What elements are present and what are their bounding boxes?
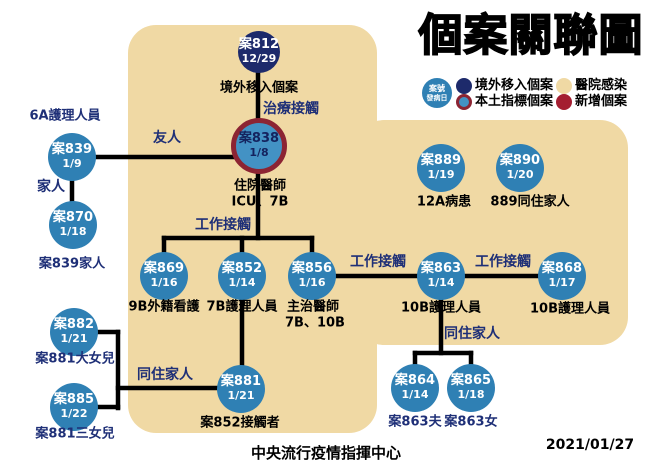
- case-date: 1/18: [59, 225, 87, 239]
- legend-index-case-dot-icon: [456, 94, 472, 110]
- case-node-885: 案885 1/22: [50, 383, 98, 431]
- caption-imported-case: 境外移入個案: [219, 80, 299, 96]
- legend-badge-onset-date: 發病日: [426, 93, 448, 102]
- case-date: 1/17: [548, 276, 576, 290]
- caption-7b-10b: 7B、10B: [285, 315, 345, 331]
- case-node-863: 案863 1/14: [417, 252, 465, 300]
- caption-10b-nurse-868: 10B護理人員: [530, 301, 610, 317]
- legend-new-case-label: 新增個案: [575, 94, 628, 109]
- edge-label-work-contact-1: 工作接觸: [195, 217, 251, 233]
- edge-label-cohabit-family-right: 同住家人: [444, 326, 500, 342]
- case-id: 案881: [220, 374, 262, 390]
- case-id: 案882: [53, 317, 95, 333]
- case-id: 案889: [420, 153, 462, 169]
- case-node-839: 案839 1/9: [48, 133, 96, 181]
- legend-imported-label: 境外移入個案: [475, 78, 554, 93]
- edge-label-work-contact-3: 工作接觸: [475, 254, 531, 270]
- caption-9b-caregiver: 9B外籍看護: [128, 299, 200, 315]
- caption-12a-patient: 12A病患: [416, 194, 472, 210]
- case-id: 案863: [420, 261, 462, 277]
- case-date: 1/19: [427, 168, 455, 182]
- label-881-eldest-daughter: 案881大女兒: [35, 351, 115, 367]
- legend-hospital-infection-label: 醫院感染: [575, 78, 628, 93]
- legend-hospital-infection-dot-icon: [556, 78, 572, 94]
- case-date: 1/16: [150, 276, 178, 290]
- case-node-838-index: 案838 1/8: [231, 118, 287, 174]
- hospital-infection-zone-main: [128, 25, 377, 433]
- case-id: 案885: [53, 392, 95, 408]
- caption-resident-doctor: 住院醫師: [233, 178, 287, 194]
- page-title: 個案關聯圖: [418, 10, 644, 61]
- legend-badge-case-number: 案號: [429, 84, 445, 93]
- case-id: 案868: [541, 261, 583, 277]
- legend-case-number-badge: 案號 發病日: [422, 78, 452, 108]
- edge-label-treatment-contact: 治療接觸: [263, 101, 319, 117]
- case-id: 案838: [238, 131, 280, 147]
- edge-label-friend: 友人: [153, 130, 181, 146]
- case-date: 1/22: [60, 407, 88, 421]
- case-node-870: 案870 1/18: [49, 201, 97, 249]
- label-863-daughter: 案863女: [444, 414, 498, 430]
- case-id: 案869: [143, 261, 185, 277]
- label-6a-nurse: 6A護理人員: [29, 108, 101, 124]
- case-date: 12/29: [241, 52, 277, 66]
- case-node-864: 案864 1/14: [391, 364, 439, 412]
- case-id: 案864: [394, 373, 436, 389]
- caption-7b-nurse: 7B護理人員: [206, 299, 278, 315]
- case-date: 1/8: [249, 146, 269, 160]
- edge-label-work-contact-2: 工作接觸: [350, 254, 406, 270]
- case-date: 1/14: [401, 388, 429, 402]
- case-id: 案839: [51, 142, 93, 158]
- case-date: 1/21: [227, 389, 255, 403]
- case-node-856: 案856 1/16: [288, 252, 336, 300]
- case-node-881: 案881 1/21: [217, 365, 265, 413]
- case-date: 1/14: [228, 276, 256, 290]
- case-date: 1/21: [60, 332, 88, 346]
- case-node-882: 案882 1/21: [50, 308, 98, 356]
- case-id: 案812: [238, 37, 280, 53]
- case-id: 案852: [221, 261, 263, 277]
- caption-icu-7b: ICU、7B: [231, 194, 289, 210]
- case-node-869: 案869 1/16: [140, 252, 188, 300]
- label-881-third-daughter: 案881三女兒: [35, 426, 115, 442]
- case-id: 案865: [450, 373, 492, 389]
- case-node-889: 案889 1/19: [417, 144, 465, 192]
- case-id: 案856: [291, 261, 333, 277]
- caption-attending-physician: 主治醫師: [286, 299, 340, 315]
- hospital-infection-zone-right: [356, 120, 628, 345]
- case-date: 1/18: [457, 388, 485, 402]
- case-node-868: 案868 1/17: [538, 252, 586, 300]
- legend-imported-dot-icon: [456, 78, 472, 94]
- case-date: 1/20: [506, 168, 534, 182]
- caption-10b-nurse-863: 10B護理人員: [401, 300, 481, 316]
- label-839-family: 案839家人: [38, 256, 106, 272]
- case-node-812: 案812 12/29: [238, 31, 280, 73]
- footer-date: 2021/01/27: [545, 437, 635, 453]
- legend-new-case-dot-icon: [556, 94, 572, 110]
- label-863-husband: 案863夫: [388, 414, 442, 430]
- edge-label-family: 家人: [37, 179, 65, 195]
- caption-889-family: 889同住家人: [490, 194, 570, 210]
- case-date: 1/16: [298, 276, 326, 290]
- case-node-890: 案890 1/20: [496, 144, 544, 192]
- legend-index-case-label: 本土指標個案: [475, 94, 554, 109]
- case-date: 1/9: [62, 157, 82, 171]
- case-id: 案890: [499, 153, 541, 169]
- case-date: 1/14: [427, 276, 455, 290]
- caption-852-contact: 案852接觸者: [200, 415, 280, 431]
- case-node-852: 案852 1/14: [218, 252, 266, 300]
- case-node-865: 案865 1/18: [447, 364, 495, 412]
- edge-label-cohabit-family-left: 同住家人: [137, 367, 193, 383]
- case-id: 案870: [52, 210, 94, 226]
- footer-organization: 中央流行疫情指揮中心: [250, 444, 402, 462]
